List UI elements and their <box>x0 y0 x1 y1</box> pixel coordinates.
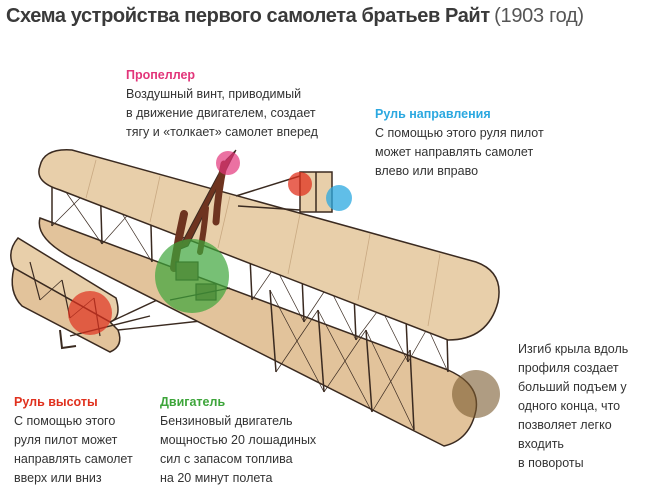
wing-warp-marker[interactable] <box>452 370 500 418</box>
page-title: Схема устройства первого самолета братье… <box>6 5 584 28</box>
callout-propeller: Пропеллер Воздушный винт, приводимый в д… <box>126 66 318 142</box>
upper-wing <box>38 149 500 341</box>
callout-propeller-body: Воздушный винт, приводимый в движение дв… <box>126 87 318 139</box>
callout-propeller-head: Пропеллер <box>126 68 196 82</box>
callout-rudder-body: С помощью этого руля пилот может направл… <box>375 126 544 178</box>
elevator-marker[interactable] <box>68 291 112 335</box>
callout-wing-warp-body: Изгиб крыла вдоль профиля создает больши… <box>518 342 629 470</box>
callout-elevator-body: С помощью этого руля пилот может направл… <box>14 414 133 485</box>
callout-engine-head: Двигатель <box>160 395 226 409</box>
rudder-marker[interactable] <box>326 185 352 211</box>
title-main: Схема устройства первого самолета братье… <box>6 5 490 27</box>
callout-engine: Двигатель Бензиновый двигатель мощностью… <box>160 393 316 488</box>
propeller-marker[interactable] <box>216 151 240 175</box>
callout-rudder-head: Руль направления <box>375 107 491 121</box>
engine-marker[interactable] <box>155 239 229 313</box>
callout-engine-body: Бензиновый двигатель мощностью 20 лошади… <box>160 414 317 485</box>
callout-rudder: Руль направления С помощью этого руля пи… <box>375 105 544 181</box>
propeller-marker-2[interactable] <box>288 172 312 196</box>
callout-elevator-head: Руль высоты <box>14 395 98 409</box>
title-year: (1903 год) <box>494 5 584 27</box>
callout-elevator: Руль высоты С помощью этого руля пилот м… <box>14 393 133 488</box>
callout-wing-warp: Изгиб крыла вдоль профиля создает больши… <box>518 340 653 473</box>
wing-ribs <box>85 159 441 327</box>
